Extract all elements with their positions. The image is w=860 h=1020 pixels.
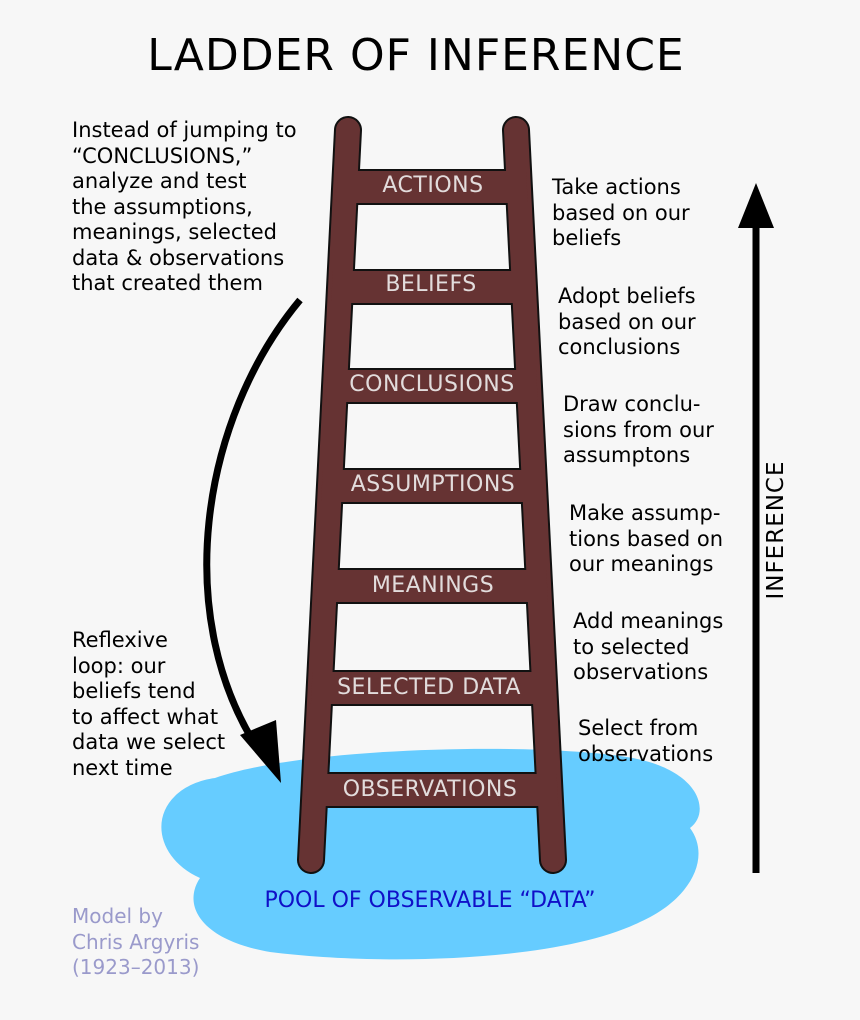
ladder-rung-fill — [305, 774, 559, 806]
reflexive-loop-arrowhead — [240, 720, 281, 783]
ladder-rung-fill — [326, 370, 538, 402]
reflexive-loop-arrow — [203, 297, 303, 757]
rung-description-beliefs: Adopt beliefs based on our conclusions — [558, 284, 696, 359]
rung-label-actions: ACTIONS — [382, 173, 484, 198]
model-credit: Model by Chris Argyris (1923–2013) — [72, 904, 200, 979]
data-pool — [161, 748, 700, 960]
rung-label-selected-data: SELECTED DATA — [337, 675, 521, 700]
ladder-rung-fill — [331, 271, 533, 303]
inference-axis-label: INFERENCE — [763, 460, 789, 600]
ladder — [297, 116, 567, 874]
intro-note: Instead of jumping to “CONCLUSIONS,” ana… — [72, 118, 297, 295]
rung-description-selected-data: Select from observations — [578, 716, 714, 766]
diagram-title: LADDER OF INFERENCE — [147, 30, 685, 81]
reflexive-loop-note: Reflexive loop: our beliefs tend to affe… — [72, 628, 226, 780]
ladder-rung-fill — [310, 672, 554, 704]
ladder-rung-fill — [316, 570, 548, 602]
rung-label-observations: OBSERVATIONS — [342, 777, 518, 802]
rung-label-assumptions: ASSUMPTIONS — [350, 472, 516, 497]
rung-description-meanings: Add meanings to selected observations — [573, 609, 724, 684]
rung-label-beliefs: BELIEFS — [385, 272, 477, 297]
ladder-rung-fill — [321, 470, 543, 502]
rung-description-conclusions: Draw conclu- sions from our assumptons — [563, 392, 714, 467]
rung-description-assumptions: Make assump- tions based on our meanings — [569, 501, 724, 576]
rung-label-conclusions: CONCLUSIONS — [349, 372, 515, 397]
ladder-rung-fill — [336, 171, 528, 203]
inference-axis-arrowhead — [738, 183, 774, 228]
rung-label-meanings: MEANINGS — [371, 573, 495, 598]
rung-description-actions: Take actions based on our beliefs — [552, 175, 690, 250]
pool-label: POOL OF OBSERVABLE “DATA” — [264, 888, 596, 913]
